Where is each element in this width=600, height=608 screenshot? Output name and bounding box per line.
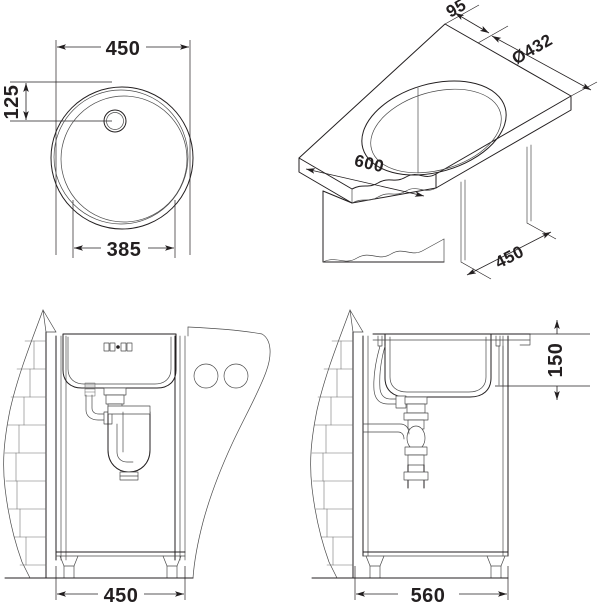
dimension-plan-bowl-label: 385 xyxy=(107,239,142,261)
side-basin-bowl xyxy=(384,333,492,398)
dimension-side-height-label: 150 xyxy=(545,343,567,378)
iso-cutout-opening xyxy=(361,80,507,176)
dimension-plan-bowl: 385 xyxy=(74,239,174,261)
plan-extension-lines xyxy=(10,40,191,258)
front-basin-rim-inner xyxy=(67,336,172,385)
front-supply-outlets xyxy=(193,363,249,389)
dimension-iso-depth: 600 xyxy=(305,151,425,197)
dimension-iso-edge-offset: 95 xyxy=(443,0,490,34)
front-wall-top-chamfer xyxy=(42,309,57,333)
dimension-iso-edge-offset-label: 95 xyxy=(443,0,470,21)
dimension-iso-width: 450 xyxy=(466,231,552,276)
iso-support-panel xyxy=(322,190,445,263)
dimension-plan-width-label: 450 xyxy=(106,38,141,60)
dimension-front-width: 450 xyxy=(55,566,186,607)
front-adjustable-leg-left xyxy=(59,555,79,579)
plan-tap-hole-outer xyxy=(103,109,127,133)
side-brick-hatch xyxy=(311,340,354,566)
front-section-view: 450 xyxy=(3,309,271,607)
dimension-iso-width-label: 450 xyxy=(492,242,527,272)
isometric-view: 95 Ø432 600 450 xyxy=(298,0,598,280)
dimension-front-width-label: 450 xyxy=(104,585,139,607)
dimension-side-width-label: 560 xyxy=(411,585,446,607)
dimension-iso-cutout-diameter-label: Ø432 xyxy=(509,30,556,68)
dimension-plan-width: 450 xyxy=(57,38,189,60)
side-rim-brackets xyxy=(377,335,504,386)
front-break-line xyxy=(3,309,44,579)
plan-tap-hole-inner xyxy=(106,112,124,130)
side-basin-inner xyxy=(389,336,487,393)
dimension-side-height: 150 xyxy=(495,320,590,400)
front-left-frame xyxy=(55,335,67,561)
side-adjustable-leg-right xyxy=(486,555,506,579)
plan-outer-rim-circle xyxy=(50,86,194,230)
iso-countertop-edge-right xyxy=(435,95,572,189)
front-trap-inner-tube xyxy=(116,423,134,463)
dimension-plan-tap-offset: 125 xyxy=(1,83,29,120)
front-wall-top-edge xyxy=(42,309,57,333)
front-overflow-grille xyxy=(84,382,96,397)
front-bottle-trap xyxy=(107,411,151,473)
iso-support-panel-top-left xyxy=(322,190,353,204)
front-adjustable-leg-right xyxy=(162,555,182,579)
plan-bowl-circle xyxy=(60,95,188,223)
front-basin-bowl xyxy=(62,333,177,389)
side-wall-top-edge xyxy=(349,309,364,333)
side-trap-bulb xyxy=(406,425,426,451)
iso-support-leg xyxy=(460,144,532,263)
side-break-line xyxy=(310,309,351,579)
front-tap-fitting-icon xyxy=(103,342,133,352)
side-deck-right-edge xyxy=(519,333,531,346)
dimension-side-width: 560 xyxy=(354,566,509,607)
plan-view: 450 125 385 xyxy=(1,38,194,261)
front-right-frame xyxy=(174,335,186,561)
dimension-iso-depth-label: 600 xyxy=(353,151,386,176)
front-brick-hatch xyxy=(4,340,47,566)
dimension-plan-tap-offset-label: 125 xyxy=(1,85,23,120)
iso-support-panel-wave xyxy=(322,238,445,263)
plan-rim-inner-edge xyxy=(53,89,189,225)
iso-cutout-inner-edge xyxy=(370,88,502,174)
front-right-break-line xyxy=(187,326,271,579)
front-supply-outlet-left xyxy=(193,363,219,389)
front-overflow-pipe xyxy=(91,394,109,415)
front-supply-outlet-right xyxy=(223,363,249,389)
front-waste-trap-assembly xyxy=(84,382,151,481)
side-adjustable-leg-left xyxy=(365,555,385,579)
dimension-iso-cutout-diameter: Ø432 xyxy=(491,30,592,91)
side-section-view: 560 150 xyxy=(310,309,590,607)
side-waste-trap-assembly xyxy=(362,396,429,489)
